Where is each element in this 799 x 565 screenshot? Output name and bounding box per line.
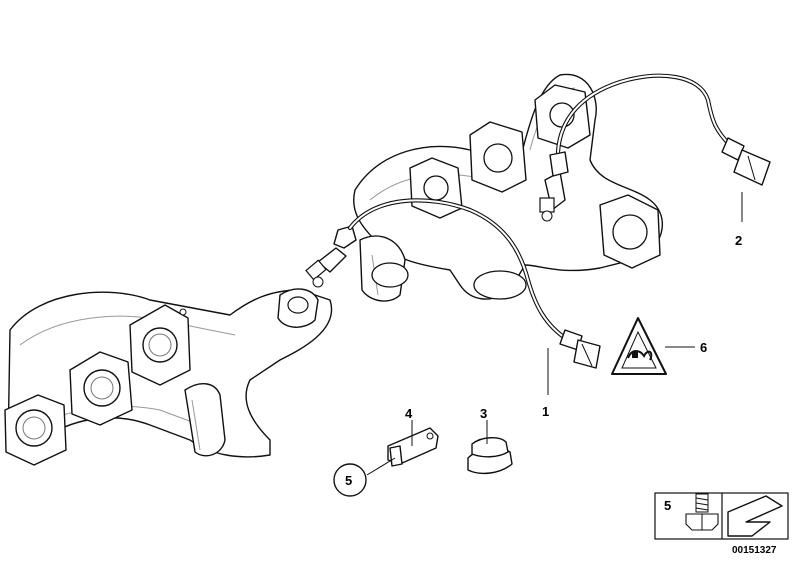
manifold-flange-1 bbox=[129, 304, 191, 386]
bracket-part-4 bbox=[387, 427, 439, 467]
oxygen-sensor-2 bbox=[539, 151, 569, 222]
warning-label-part-6 bbox=[611, 317, 667, 375]
arrow-icon bbox=[727, 495, 783, 537]
manifold-flange-5 bbox=[469, 121, 527, 193]
legend-box: 5 bbox=[654, 492, 789, 540]
callout-3: 3 bbox=[480, 406, 487, 421]
oxygen-sensor-1-connector[interactable] bbox=[559, 329, 601, 369]
callout-2: 2 bbox=[735, 233, 742, 248]
manifold-flange-4 bbox=[534, 84, 591, 149]
oxygen-sensor-2-connector[interactable] bbox=[721, 137, 771, 186]
callout-6: 6 bbox=[700, 340, 707, 355]
callout-5-circle: 5 bbox=[333, 463, 367, 497]
cable-clip-part-3 bbox=[467, 437, 513, 475]
manifold-flange-6 bbox=[409, 157, 463, 219]
oxygen-sensor-1-wire bbox=[347, 198, 571, 343]
callout-4: 4 bbox=[405, 406, 413, 421]
legend-box-label: 5 bbox=[664, 498, 671, 513]
document-number: 00151327 bbox=[732, 545, 777, 556]
callout-1: 1 bbox=[542, 404, 549, 419]
manifold-flange-3 bbox=[4, 394, 67, 466]
manifold-flange-2 bbox=[69, 351, 133, 426]
manifold-outlet bbox=[371, 262, 527, 300]
leader-lines bbox=[366, 192, 743, 476]
callout-5: 5 bbox=[345, 473, 352, 488]
oxygen-sensor-1 bbox=[305, 225, 357, 288]
manifold-flange-7 bbox=[599, 194, 661, 269]
bolt-icon bbox=[685, 493, 719, 531]
oxygen-sensor-2-wire bbox=[555, 73, 733, 155]
